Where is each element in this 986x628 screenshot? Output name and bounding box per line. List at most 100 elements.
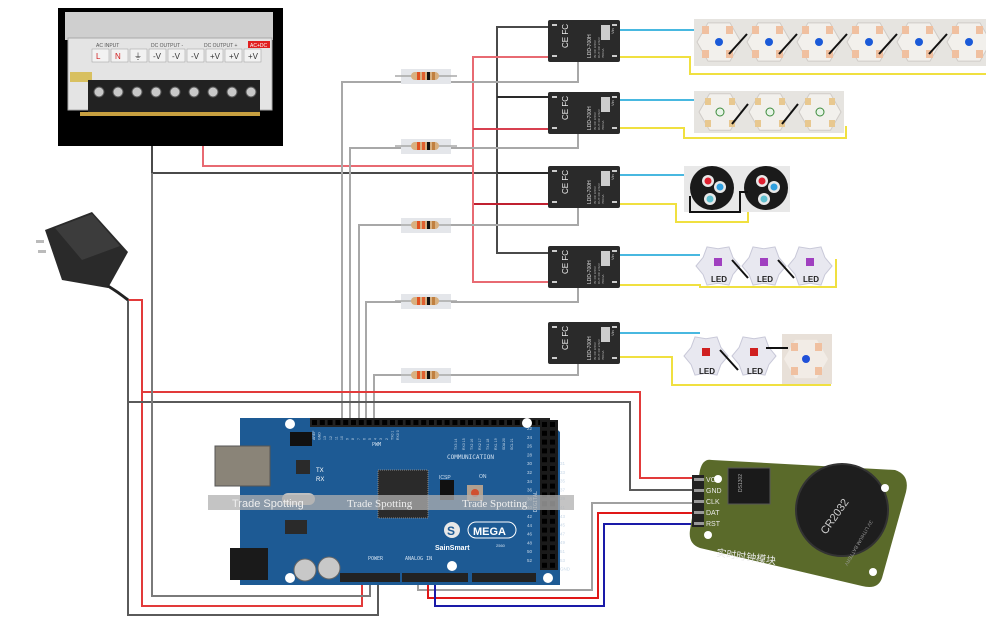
pin-label: AREF	[312, 431, 316, 440]
driver-vin-label: Vin	[610, 174, 615, 180]
pin-label: 48	[527, 540, 533, 545]
driver-vin-label: Vin	[610, 100, 615, 106]
header-pin	[382, 420, 388, 425]
rtc-pin-label: GND	[706, 488, 722, 495]
pin-label: RX3 15	[462, 438, 466, 450]
wire-rtc-clk	[417, 502, 700, 591]
psu-terminal-label	[110, 48, 129, 63]
rtc-pin	[694, 522, 704, 525]
pin-label: TX1 18	[486, 439, 490, 450]
psu-terminal-text: -V	[153, 52, 162, 61]
pin-label: 8	[351, 438, 355, 440]
logo-letter: S	[447, 524, 455, 538]
led-string-cool-white	[694, 91, 844, 133]
resistor	[395, 218, 457, 233]
ce-fc-marks: CE FC	[561, 170, 570, 194]
model-label: MEGA	[473, 526, 506, 538]
driver-spec: IN: DC 9-56V	[593, 266, 597, 284]
led-emitter	[714, 258, 722, 266]
header-pin	[475, 420, 481, 425]
wire-rtc-dat	[427, 512, 700, 599]
rtc-pin	[694, 489, 704, 492]
pin-label: SCL 21	[510, 438, 514, 450]
pin-label: 45	[560, 523, 566, 528]
pin-label: GND	[560, 567, 571, 572]
psu-screw-terminal	[226, 86, 238, 98]
rtc-pin	[694, 511, 704, 514]
led-emitter	[750, 348, 758, 356]
pin-label: 26	[527, 444, 533, 449]
model-sub-label: 2560	[496, 543, 506, 548]
led-string-rgb-cluster	[684, 166, 790, 213]
psu-screw-terminal	[169, 86, 181, 98]
psu-terminal-text: +V	[229, 52, 240, 61]
psu-dcpos-label: DC OUTPUT +	[204, 43, 237, 49]
resistor	[395, 139, 457, 154]
pin-label: 3	[379, 438, 383, 440]
pin-label: 9	[346, 438, 350, 440]
header-pin	[397, 420, 403, 425]
rtc-pin-label: DAT	[706, 510, 720, 517]
power-supply: AC INPUT DC OUTPUT - DC OUTPUT + AC+DC L…	[58, 8, 283, 146]
pin-label: 30	[527, 461, 533, 466]
wire-pwm-2	[349, 132, 579, 420]
wire-d2-out-neg	[620, 126, 847, 139]
pin-label: 31	[560, 461, 566, 466]
header-pin	[390, 420, 395, 425]
psu-ac-label: AC INPUT	[96, 43, 119, 49]
pin-label: SDA 20	[502, 438, 506, 450]
led-emitter	[765, 38, 773, 46]
pin-label: 37	[560, 487, 566, 492]
label-communication: COMMUNICATION	[447, 454, 494, 461]
psu-screw-terminal	[93, 86, 105, 98]
pin-label: 43	[560, 514, 566, 519]
header-pin	[405, 420, 411, 425]
pin-label: 33	[560, 470, 566, 475]
pin-label: 7	[357, 438, 361, 440]
pin-label: GND	[318, 432, 322, 440]
driver-vin-label: Vin	[610, 330, 615, 336]
led-emitter	[765, 107, 775, 117]
header-pin	[468, 420, 473, 425]
header-pin	[327, 420, 333, 425]
resistor	[395, 294, 457, 309]
label-analog: ANALOG IN	[405, 556, 432, 562]
led-emitter	[865, 38, 873, 46]
psu-screw-terminal	[150, 86, 162, 98]
header-pin	[514, 420, 520, 425]
led-emitter	[702, 348, 710, 356]
psu-terminal-label	[224, 48, 243, 63]
driver-spec: 700mA	[601, 194, 605, 204]
header-pin	[319, 420, 325, 425]
rtc-pin	[694, 500, 704, 503]
header-pin	[366, 420, 372, 425]
pin-label: 12	[329, 436, 333, 440]
psu-terminal-label	[205, 48, 224, 63]
ce-fc-marks: CE FC	[561, 326, 570, 350]
header-pin	[374, 420, 380, 425]
psu-terminal-label	[167, 48, 186, 63]
label-power: POWER	[368, 556, 384, 562]
psu-terminal-text: -V	[191, 52, 200, 61]
pin-label: 34	[527, 479, 533, 484]
pin-label: 24	[527, 435, 533, 440]
driver-vin-label: Vin	[610, 254, 615, 260]
pin-label: 46	[527, 532, 533, 537]
wire-psu-neg-d4	[496, 173, 548, 254]
wire-psu-pos-d4	[472, 166, 548, 283]
led-string-royal-blue	[694, 19, 986, 66]
led-emitter-red	[758, 177, 766, 185]
pin-label: 2	[385, 438, 389, 440]
rtc-chip-label: DS1302	[738, 474, 744, 492]
led-emitter	[715, 38, 723, 46]
led-emitter	[815, 107, 825, 117]
pin-label: 28	[527, 452, 533, 457]
led-board-label: LED	[711, 275, 727, 284]
rtc-pin-label: RST	[706, 521, 721, 528]
